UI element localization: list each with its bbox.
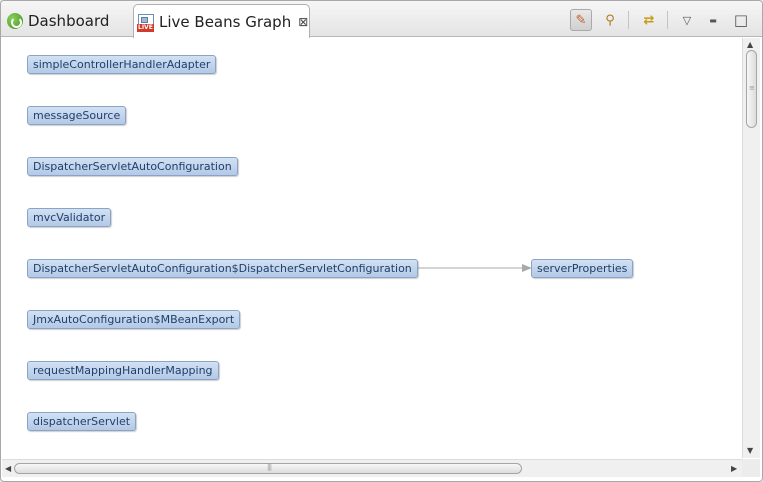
bean-node[interactable]: DispatcherServletAutoConfiguration (27, 157, 238, 176)
maximize-icon: □ (733, 11, 749, 29)
scrollbar-corner (742, 459, 760, 477)
scroll-left-icon[interactable]: ◀ (5, 464, 12, 473)
tab-live-beans-graph-label: Live Beans Graph (159, 12, 292, 31)
bean-node[interactable]: dispatcherServlet (27, 412, 137, 431)
tab-bar: Dashboard Live Beans Graph ⊠ ✎ ⚲ ⇄ ▽ ▬ □ (1, 1, 762, 38)
spring-icon (7, 12, 23, 29)
grip-icon: ≡ (749, 84, 755, 92)
grip-icon: ||| (267, 463, 272, 471)
refresh-button[interactable]: ⇄ (638, 9, 660, 31)
toolbar-separator (667, 11, 668, 29)
horizontal-scroll-thumb[interactable]: ||| (14, 463, 522, 474)
vertical-scrollbar[interactable]: ▲ ≡ ▼ (742, 38, 760, 458)
view-menu-button[interactable]: ▽ (676, 9, 698, 31)
tab-dashboard-label: Dashboard (28, 11, 110, 30)
bean-node[interactable]: mvcValidator (27, 208, 112, 227)
minimize-icon: ▬ (709, 15, 717, 25)
graph-layout-icon: ✎ (575, 12, 587, 28)
bean-node[interactable]: simpleControllerHandlerAdapter (27, 55, 217, 74)
layout-toggle-button[interactable]: ✎ (570, 9, 592, 31)
tree-icon: ⚲ (605, 12, 615, 28)
bean-node[interactable]: messageSource (27, 106, 127, 125)
bean-node[interactable]: DispatcherServletAutoConfiguration$Dispa… (27, 259, 418, 278)
chevron-down-icon: ▽ (682, 13, 692, 27)
scroll-down-icon[interactable]: ▼ (747, 446, 754, 455)
minimize-button[interactable]: ▬ (702, 9, 724, 31)
tab-dashboard[interactable]: Dashboard (7, 4, 125, 37)
toolbar-separator (628, 11, 629, 29)
dependency-edges (412, 264, 532, 272)
bean-node[interactable]: JmxAutoConfiguration$MBeanExport (27, 310, 241, 329)
tree-view-button[interactable]: ⚲ (599, 9, 621, 31)
horizontal-scrollbar[interactable]: ◀ ||| ▶ (2, 459, 742, 477)
bean-node[interactable]: serverProperties (531, 259, 634, 278)
maximize-button[interactable]: □ (730, 9, 752, 31)
graph-canvas[interactable]: simpleControllerHandlerAdapter messageSo… (2, 38, 742, 458)
bean-node[interactable]: requestMappingHandlerMapping (27, 361, 219, 380)
scroll-up-icon[interactable]: ▲ (747, 40, 754, 49)
live-beans-icon (137, 13, 154, 32)
close-tab-icon[interactable]: ⊠ (298, 14, 309, 29)
tab-live-beans-graph[interactable]: Live Beans Graph ⊠ (133, 4, 310, 38)
vertical-scroll-thumb[interactable]: ≡ (746, 50, 757, 128)
refresh-icon: ⇄ (643, 12, 655, 28)
scroll-right-icon[interactable]: ▶ (731, 464, 738, 473)
